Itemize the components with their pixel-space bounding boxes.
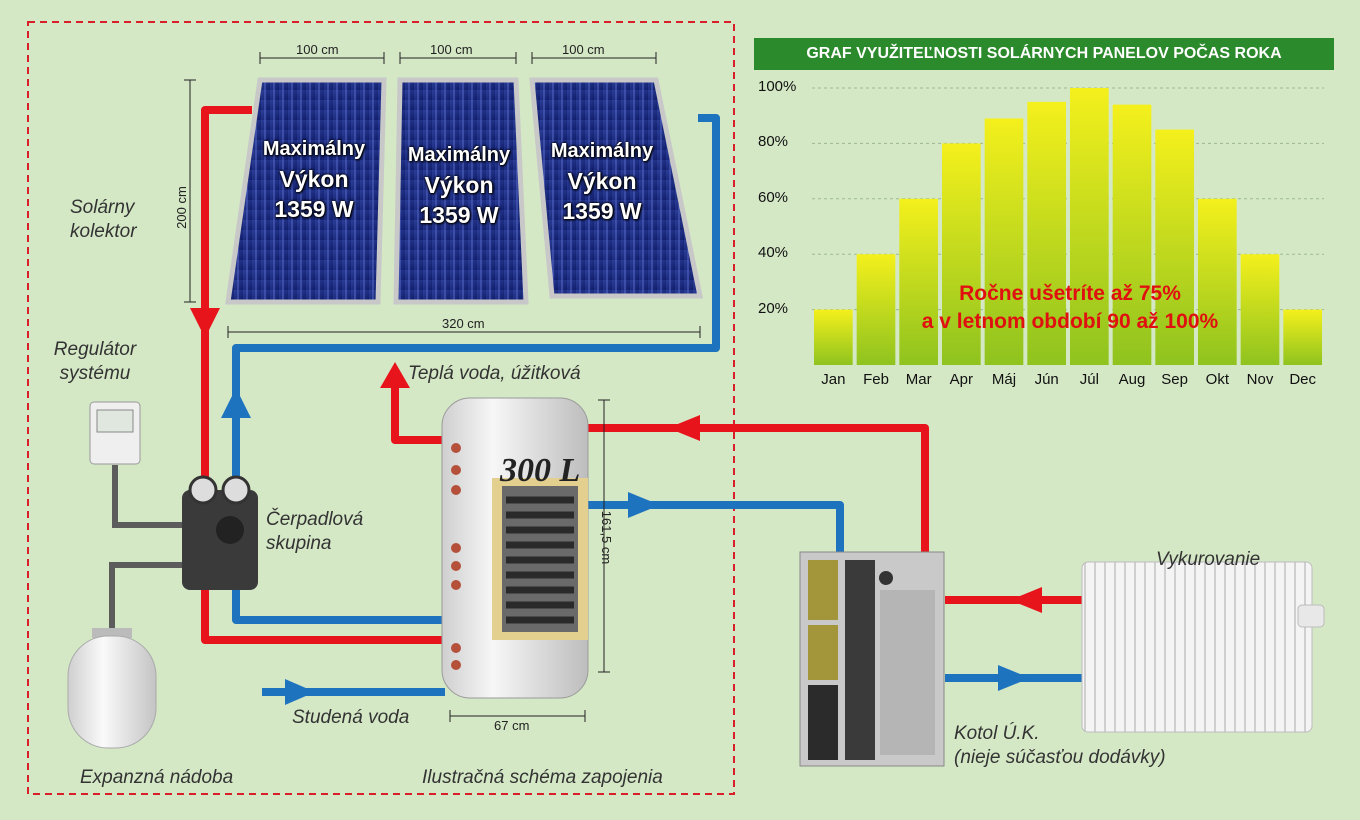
cold-water-label: Studená voda [292,707,410,728]
dimension-lines [184,52,701,722]
panels-total-label: 320 cm [442,316,485,331]
panel-width-label-2: 100 cm [430,42,473,57]
water-tank [441,397,589,699]
solar-panels [225,77,704,305]
chart-x-tick: Jan [821,371,846,388]
chart-x-tick: Apr [949,371,973,388]
panel-3-power-line2: Výkon [567,168,637,194]
chart-bar-Feb [856,254,896,365]
chart-bar-Jan [814,309,853,365]
chart-bar-Okt [1198,198,1237,365]
solar-collector-label-line2: kolektor [70,221,137,242]
panel-height-label: 200 cm [173,186,189,229]
chart-bar-Sep [1155,129,1194,365]
solar-collector-label-line1: Solárny [70,197,135,218]
chart-x-tick: Sep [1161,371,1188,388]
panel-width-label-3: 100 cm [562,42,605,57]
chart-bar-Nov [1240,254,1280,365]
chart-bar-Apr [942,143,981,365]
regulator-label-line2: systému [59,363,131,384]
chart-x-tick: Aug [1118,371,1146,388]
pump-group [182,475,258,590]
chart-annotation-line1: Ročne ušetríte až 75% [959,282,1181,305]
chart-annotation: Ročne ušetríte až 75% a v letnom období … [840,280,1300,336]
expansion-vessel-label: Expanzná nádoba [80,767,234,788]
solar-chart [812,87,1324,366]
chart-bar-Jún [1027,101,1066,365]
regulator-label-line1: Regulátor [53,339,137,360]
hot-water-label: Teplá voda, úžitková [408,363,581,384]
pump-group-label: Čerpadlová skupina [266,508,363,556]
chart-title: GRAF VYUŽITEĽNOSTI SOLÁRNYCH PANELOV POČ… [754,38,1334,70]
schema-frame [27,21,735,795]
pump-group-label-line2: skupina [266,533,332,554]
boiler-label-line2: (nieje súčasťou dodávky) [954,747,1166,768]
tank-width-label: 67 cm [494,718,530,733]
panel-width-label-1: 100 cm [296,42,339,57]
chart-x-tick: Feb [863,371,889,388]
boiler-label-line1: Kotol Ú.K. [954,723,1040,744]
chart-x-tick: Jún [1034,371,1059,388]
panel-3-power: Maximálny Výkon 1359 W [534,136,670,226]
chart-bar-Mar [899,198,938,365]
flow-arrows [190,308,1042,705]
solar-collector-label: Solárny kolektor [70,196,137,244]
chart-bar-Aug [1112,104,1152,366]
chart-y-tick: 20% [758,299,789,317]
regulator-label: Regulátor systému [40,338,150,386]
pump-group-label-line1: Čerpadlová [266,509,364,530]
panel-2-power-line3: 1359 W [419,202,499,228]
panel-1-power-line2: Výkon [279,166,349,192]
chart-bar-Máj [984,118,1024,365]
schema-label: Ilustračná schéma zapojenia [422,767,663,788]
chart-y-tick: 40% [758,244,789,262]
radiator [1081,561,1325,733]
expansion-vessel [67,628,157,749]
chart-x-tick: Nov [1246,371,1274,388]
panel-1-power-line3: 1359 W [274,196,354,222]
regulator-device [89,401,141,465]
boiler-label: Kotol Ú.K. (nieje súčasťou dodávky) [954,722,1166,770]
chart-x-tick: Dec [1289,371,1316,388]
panel-2-power: Maximálny Výkon 1359 W [392,140,526,230]
chart-y-tick: 100% [758,78,797,95]
chart-y-tick: 80% [758,133,789,151]
tank-volume: 300 L [500,452,581,489]
chart-bar-Júl [1070,88,1109,365]
tank-height-label: 161,5 cm [599,510,615,565]
chart-x-tick: Máj [991,371,1017,388]
panel-2-power-line2: Výkon [424,172,494,198]
chart-bar-Dec [1283,309,1322,365]
panel-2-power-line1: Maximálny [407,144,511,166]
chart-x-tick: Júl [1079,371,1099,388]
panel-1-power: Maximálny Výkon 1359 W [246,134,382,224]
control-wires [109,465,190,630]
chart-x-tick: Mar [905,371,932,388]
heating-label: Vykurovanie [1156,549,1261,570]
boiler [799,551,945,767]
panel-1-power-line1: Maximálny [262,138,366,160]
panel-3-power-line3: 1359 W [562,198,642,224]
chart-annotation-line2: a v letnom období 90 až 100% [921,310,1219,333]
panel-3-power-line1: Maximálny [550,140,654,162]
chart-y-tick: 60% [758,188,789,206]
chart-x-tick: Okt [1205,371,1229,388]
